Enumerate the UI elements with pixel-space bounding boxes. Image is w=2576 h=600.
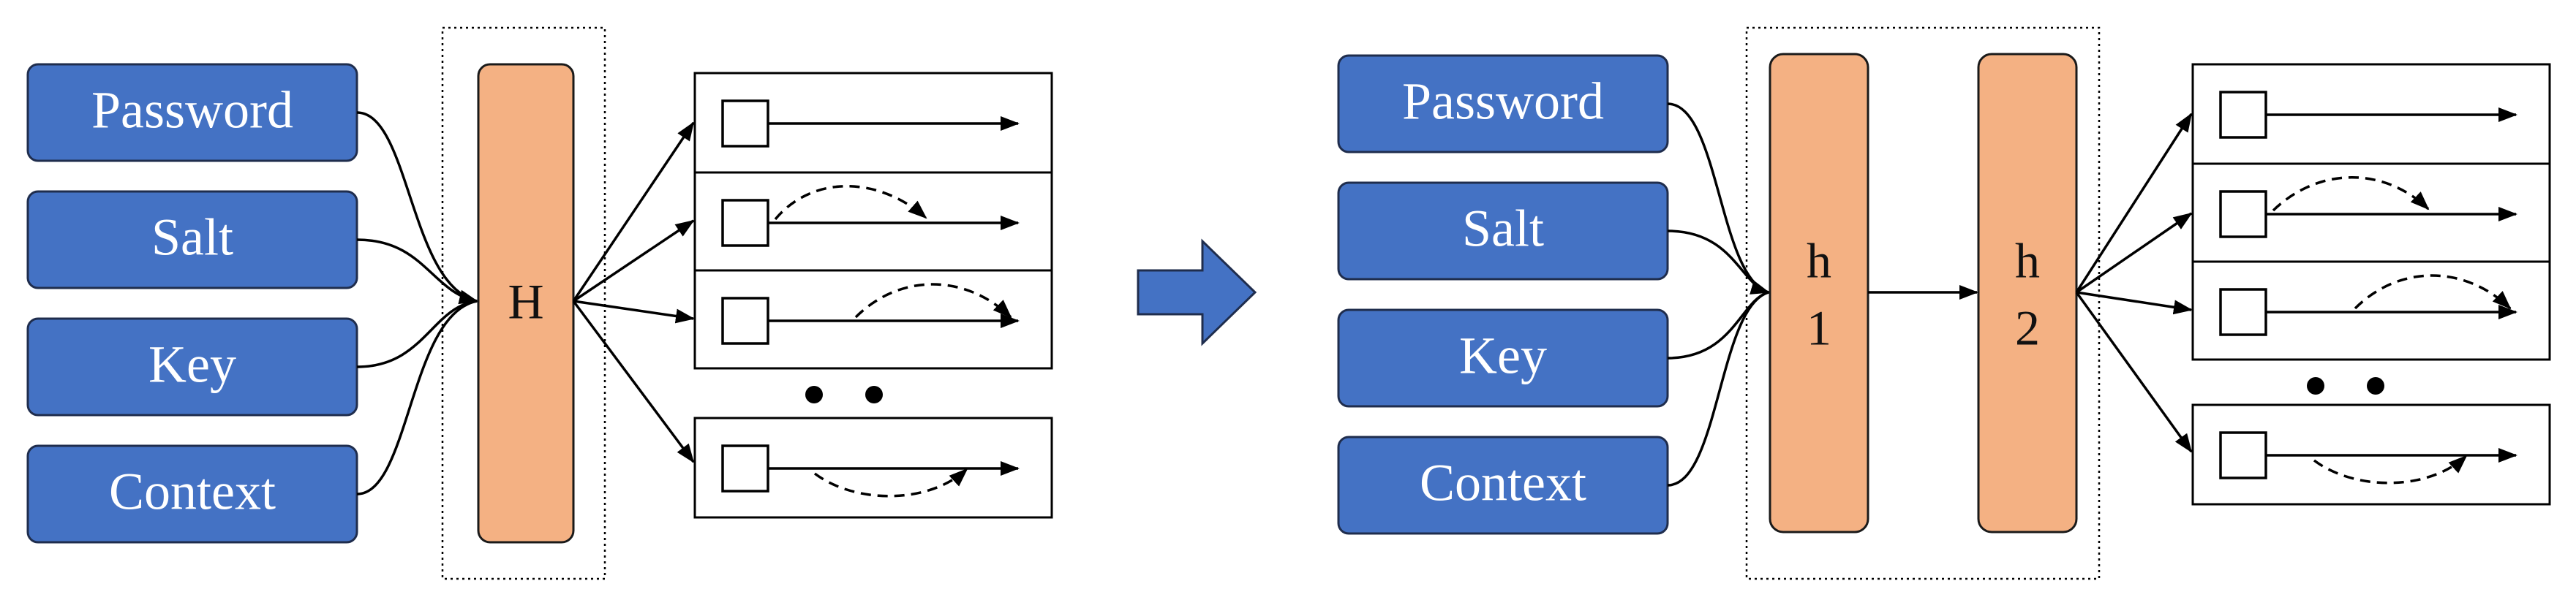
left-input-connectors [356, 111, 478, 495]
right-input-key-label: Key [1459, 327, 1547, 385]
right-hash-frame [1745, 26, 2101, 580]
right-input-salt-label: Salt [1462, 200, 1544, 258]
right-hash1-box: h 1 [1769, 53, 1869, 533]
left-slot-2 [693, 171, 1053, 272]
left-slot-3-square-icon [721, 297, 769, 345]
right-input-password: Password [1337, 54, 1669, 153]
right-slot-3 [2191, 260, 2551, 361]
right-slot-1-square-icon [2219, 91, 2267, 139]
left-input-key: Key [26, 317, 358, 417]
right-output-slots [2191, 63, 2551, 506]
right-hash2-line1: h [2015, 233, 2040, 289]
left-hash-box: H [477, 63, 575, 544]
left-ellipsis [805, 386, 883, 403]
left-input-salt: Salt [26, 190, 358, 289]
left-slot-2-square-icon [721, 199, 769, 247]
left-input-context-label: Context [109, 463, 276, 521]
right-ellipsis [2307, 377, 2384, 395]
right-input-salt: Salt [1337, 181, 1669, 281]
left-input-salt-label: Salt [151, 208, 233, 267]
right-input-context: Context [1337, 436, 1669, 535]
right-hash1-line2: 1 [1807, 300, 1831, 356]
right-hash2-line2: 2 [2015, 300, 2040, 356]
right-slot-3-square-icon [2219, 288, 2267, 336]
left-hash-label: H [508, 274, 543, 330]
right-slot-1 [2191, 63, 2551, 165]
left-slot-4-square-icon [721, 444, 769, 493]
right-slot-4 [2191, 403, 2551, 506]
left-fanout-arrows [572, 121, 695, 463]
right-diagram: Password Salt Key Context h 1 h 2 [1337, 26, 2551, 580]
right-input-key: Key [1337, 308, 1669, 408]
left-diagram: Password Salt Key Context H [26, 26, 1053, 580]
right-input-password-label: Password [1402, 72, 1604, 131]
left-slot-1-square-icon [721, 99, 769, 148]
left-input-password-label: Password [91, 81, 293, 140]
right-slot-2-square-icon [2219, 190, 2267, 238]
left-input-context: Context [26, 444, 358, 544]
right-input-context-label: Context [1420, 454, 1586, 512]
left-slot-3 [693, 269, 1053, 370]
left-slot-4 [693, 417, 1053, 519]
right-hash1-line1: h [1807, 233, 1831, 289]
right-hash2-box: h 2 [1977, 53, 2078, 533]
right-fanout-arrows [2075, 113, 2193, 453]
right-slot-2 [2191, 162, 2551, 263]
transition-arrow-icon [1137, 238, 1257, 346]
left-input-password: Password [26, 63, 358, 162]
left-slot-1 [693, 72, 1053, 174]
left-output-slots [693, 72, 1053, 519]
right-input-connectors [1667, 102, 1770, 487]
right-slot-4-square-icon [2219, 431, 2267, 479]
left-input-key-label: Key [148, 335, 236, 394]
